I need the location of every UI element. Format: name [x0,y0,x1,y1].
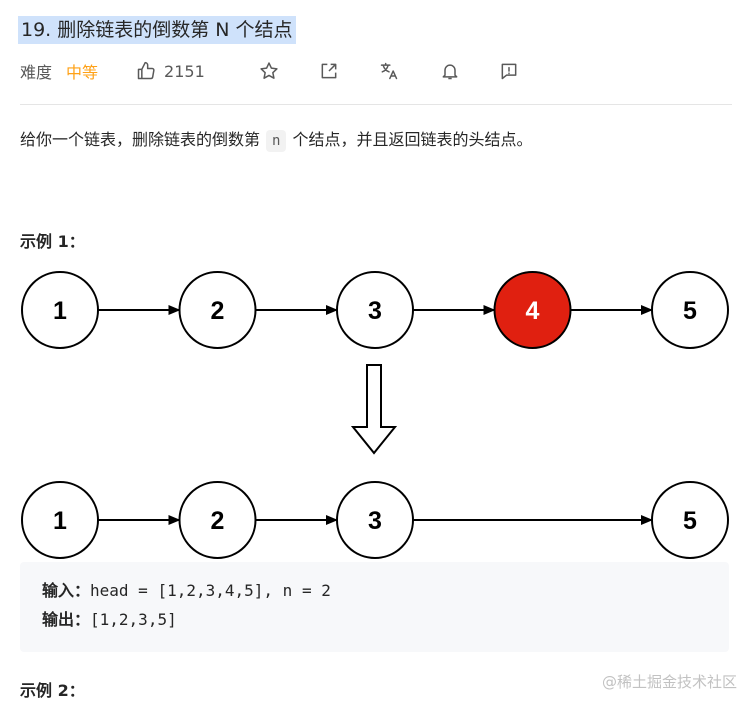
share-icon [321,63,337,79]
difficulty-label: 难度 [20,63,53,82]
feedback-icon [501,63,517,80]
list-node: 1 [21,271,99,349]
divider [20,104,732,105]
list-after-removal: 1 2 3 5 [21,481,729,559]
example-1-input-line: 输入：head = [1,2,3,4,5], n = 2 [42,576,707,605]
star-icon [260,62,278,79]
down-arrow-icon [350,364,398,455]
removed-node-label: 4 [526,297,540,325]
list-node-label: 2 [211,507,225,535]
removed-node: 4 [493,271,572,349]
list-node: 2 [178,271,257,349]
list-node: 3 [336,271,414,349]
description-text-2: 个结点，并且返回链表的头结点。 [292,130,533,149]
description-text-1: 给你一个链表，删除链表的倒数第 [20,130,261,149]
list-node-label: 3 [368,297,382,325]
list-node-label: 1 [53,507,67,535]
difficulty-value: 中等 [66,63,99,82]
list-node-circle [651,481,729,559]
list-node: 2 [178,481,257,559]
translate-button[interactable] [377,58,401,84]
output-value: [1,2,3,5] [90,610,177,629]
input-value: head = [1,2,3,4,5], n = 2 [90,581,331,600]
problem-meta-bar: 难度 中等 2151 [20,58,720,84]
translate-icon [380,62,398,80]
thumbs-up-icon [137,61,155,80]
list-node-label: 2 [211,297,225,325]
example-1-title: 示例 1： [20,232,85,251]
example-1-output-line: 输出：[1,2,3,5] [42,605,707,634]
like-button[interactable]: 2151 [136,61,205,81]
like-count: 2151 [164,61,205,81]
watermark: @稀土掘金技术社区 [601,673,737,691]
feedback-button[interactable] [497,58,521,84]
list-node-label: 5 [683,297,697,325]
list-node: 5 [651,271,729,349]
share-button[interactable] [317,58,341,84]
favorite-button[interactable] [257,58,281,84]
output-label: 输出： [42,610,91,629]
problem-description: 给你一个链表，删除链表的倒数第 n 个结点，并且返回链表的头结点。 [20,126,532,155]
problem-title: 19. 删除链表的倒数第 N 个结点 [18,16,296,44]
list-node-label: 5 [683,507,697,535]
bell-icon [442,64,458,80]
linked-list-diagram: 1 2 3 4 5 1 2 3 5 [21,271,729,559]
example-1-code-block: 输入：head = [1,2,3,4,5], n = 2 输出：[1,2,3,5… [20,562,729,652]
input-label: 输入： [42,581,91,600]
inline-code-n: n [266,130,287,152]
list-node: 5 [651,481,729,559]
list-node: 1 [21,481,99,559]
list-node-label: 1 [53,297,67,325]
example-2-title: 示例 2： [20,681,85,700]
notification-button[interactable] [438,58,462,84]
list-node-label: 3 [368,507,382,535]
list-node-circle [651,271,729,349]
list-node: 3 [336,481,414,559]
list-before-removal: 1 2 3 4 5 [21,271,729,349]
